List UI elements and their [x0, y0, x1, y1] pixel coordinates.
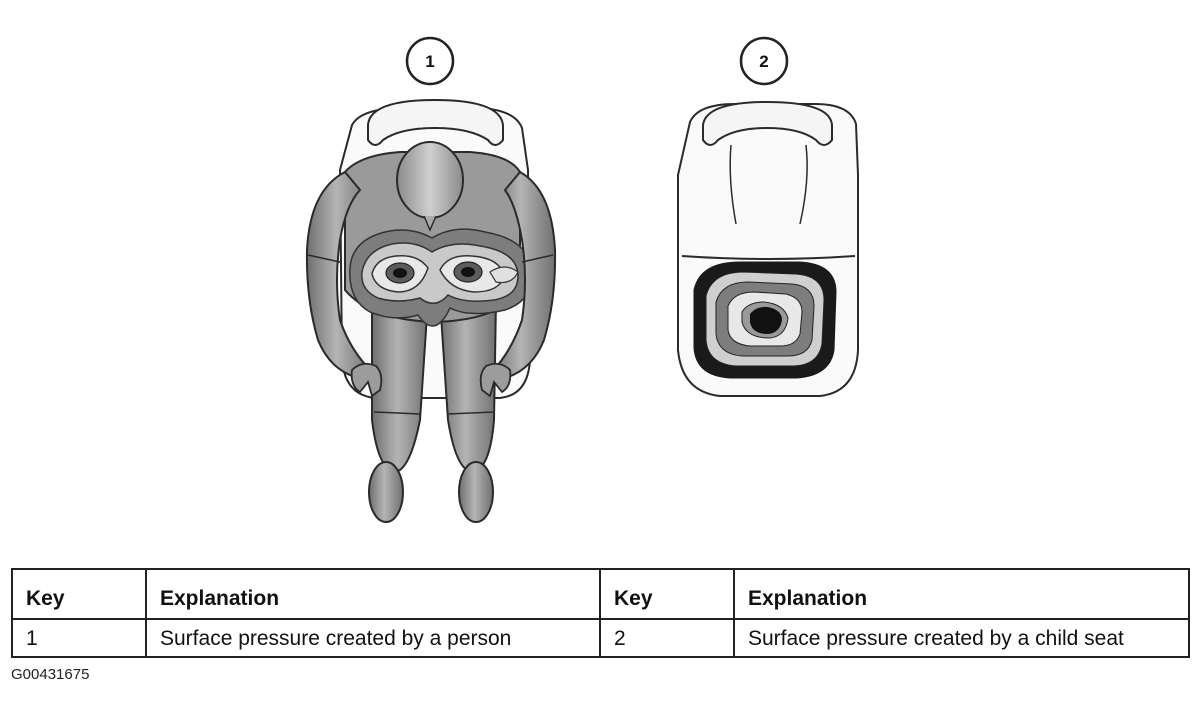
table-row: 1 Surface pressure created by a person 2…	[11, 618, 1190, 658]
right-hand	[479, 362, 512, 398]
child-seat-figure	[677, 100, 859, 397]
callout-1-marker: 1	[405, 36, 455, 86]
header-explanation-2: Explanation	[733, 568, 1190, 620]
callout-2-marker: 2	[739, 36, 789, 86]
header-key-2: Key	[599, 568, 735, 620]
header-key-1: Key	[11, 568, 147, 620]
explanation-cell-2: Surface pressure created by a child seat	[733, 618, 1190, 658]
callout-2-label: 2	[759, 52, 768, 71]
seat-pressure-illustration: 1 2	[305, 36, 859, 523]
key-cell-1: 1	[11, 618, 147, 658]
callout-1-label: 1	[425, 52, 434, 71]
table-header-row: Key Explanation Key Explanation	[11, 568, 1190, 620]
seat-2-headrest	[702, 100, 833, 146]
explanation-cell-1: Surface pressure created by a person	[145, 618, 601, 658]
child-seat-pressure-pattern	[693, 261, 837, 379]
left-hand	[350, 362, 383, 398]
header-explanation-1: Explanation	[145, 568, 601, 620]
head	[396, 141, 464, 219]
right-foot	[458, 461, 494, 523]
key-explanation-table: Key Explanation Key Explanation 1 Surfac…	[11, 568, 1190, 658]
figure-reference-code: G00431675	[11, 666, 90, 683]
left-foot	[368, 461, 404, 523]
key-cell-2: 2	[599, 618, 735, 658]
seat-1-headrest	[367, 98, 504, 146]
person-on-seat-figure	[305, 98, 557, 523]
